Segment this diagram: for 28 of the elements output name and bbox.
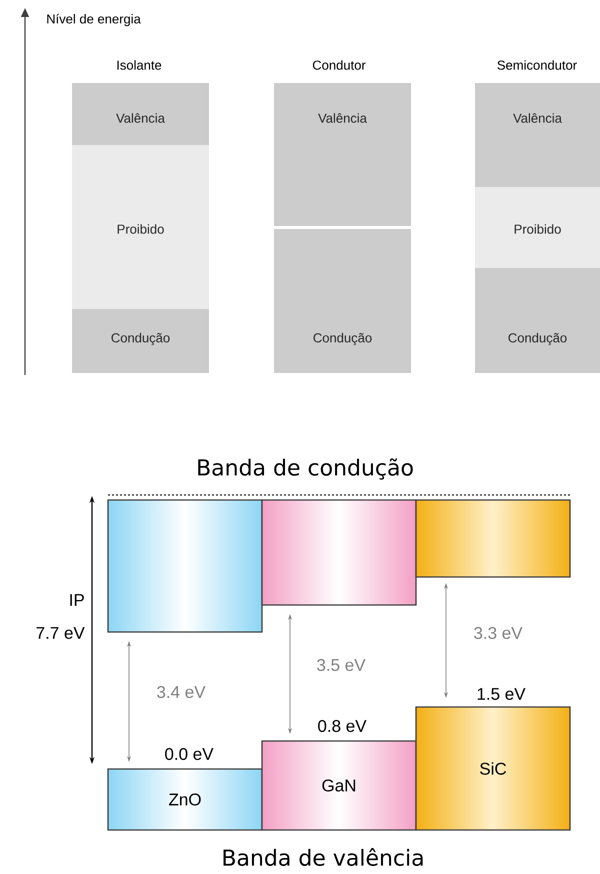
band-box: Valência: [72, 83, 209, 145]
ip-value: 7.7 eV: [36, 627, 85, 639]
axis-label: Nível de energia: [47, 14, 141, 26]
band-block: [261, 499, 417, 606]
level-label: 0.0 eV: [165, 748, 214, 760]
gap-label: 3.3 eV: [474, 626, 522, 640]
level-label: 0.8 eV: [318, 720, 366, 732]
band-block: SiC: [415, 706, 571, 831]
band-title: Banda de valência: [224, 848, 423, 866]
band-box: Valência: [274, 83, 411, 226]
column-heading: Semicondutor: [498, 60, 577, 70]
band-box: Condução: [475, 268, 600, 373]
band-block: GaN: [261, 740, 417, 831]
band-block: [415, 499, 571, 578]
band-box: Proibido: [475, 187, 600, 268]
band-box: Condução: [72, 309, 209, 373]
column-heading: Isolante: [117, 60, 162, 70]
band-box: Condução: [274, 229, 411, 373]
level-label: 1.5 eV: [478, 688, 526, 700]
band-block: [107, 499, 263, 633]
band-title: Banda de condução: [198, 458, 413, 480]
band-block: ZnO: [107, 768, 263, 831]
gap-label: 3.4 eV: [157, 686, 206, 698]
band-box: Valência: [475, 83, 600, 187]
column-heading: Condutor: [312, 60, 366, 70]
band-box: Proibido: [72, 145, 209, 309]
gap-label: 3.5 eV: [317, 658, 366, 672]
ip-label: IP: [70, 594, 84, 606]
